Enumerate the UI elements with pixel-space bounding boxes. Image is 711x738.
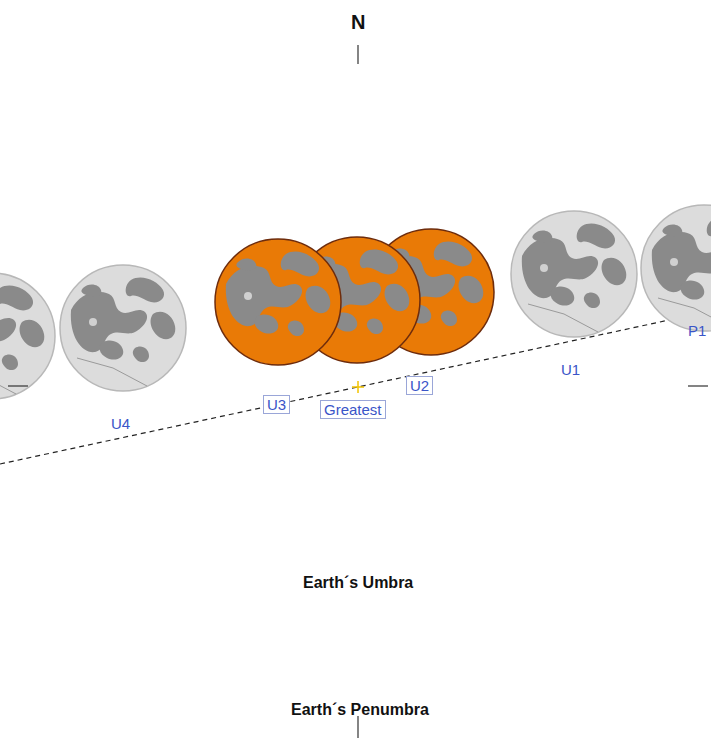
contact-label: U3 xyxy=(263,395,290,414)
greatest-label: Greatest xyxy=(320,400,386,419)
region-name: Earth´s Penumbra xyxy=(291,701,429,719)
region-name: Earth´s Umbra xyxy=(303,574,413,592)
contact-label: U2 xyxy=(406,376,433,395)
contact-label: P1 xyxy=(688,322,706,339)
contact-label: U4 xyxy=(111,415,130,432)
compass-label: N xyxy=(351,14,365,31)
contact-label: U1 xyxy=(561,361,580,378)
